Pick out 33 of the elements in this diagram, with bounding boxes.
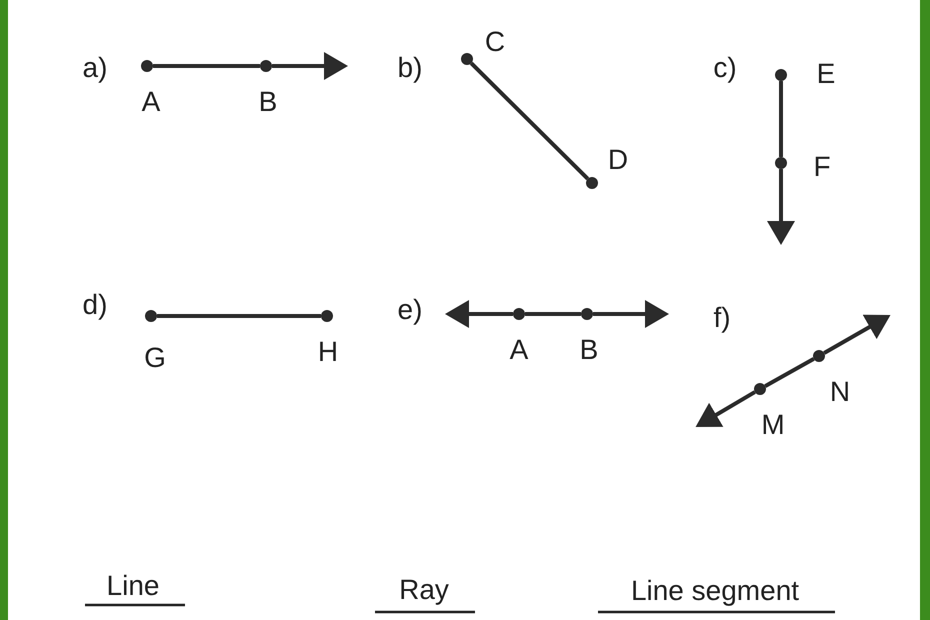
line-segment xyxy=(764,357,815,388)
line-segment xyxy=(470,62,590,180)
part-label: d) xyxy=(82,291,108,319)
point-label: B xyxy=(580,336,598,364)
point-label: C xyxy=(484,28,506,56)
line-segment xyxy=(153,64,260,68)
part-label: e) xyxy=(398,296,422,324)
point-label: G xyxy=(144,344,166,372)
arrow xyxy=(445,300,513,328)
point-label: B xyxy=(258,88,278,116)
answer-label: Line segment xyxy=(630,577,800,605)
arrow xyxy=(823,314,890,355)
answer-label: Ray xyxy=(399,576,449,604)
part-label: f) xyxy=(713,304,731,332)
point-label: A xyxy=(142,88,160,116)
arrow xyxy=(272,52,348,80)
point-label: E xyxy=(816,60,836,88)
point-label: D xyxy=(608,146,628,174)
point-label: F xyxy=(813,153,831,181)
part-label: a) xyxy=(82,54,108,82)
line-segment xyxy=(525,312,581,316)
point-label: N xyxy=(830,378,850,406)
arrow xyxy=(696,390,756,428)
point-label: H xyxy=(318,338,338,366)
arrow xyxy=(593,300,669,328)
point-label: M xyxy=(761,411,785,439)
part-label: c) xyxy=(713,54,737,82)
answer-label: Line xyxy=(106,572,160,600)
part-label: b) xyxy=(398,54,422,82)
line-segment xyxy=(157,314,321,318)
point-label: A xyxy=(510,336,528,364)
arrow xyxy=(767,169,795,245)
line-segment xyxy=(779,81,783,157)
